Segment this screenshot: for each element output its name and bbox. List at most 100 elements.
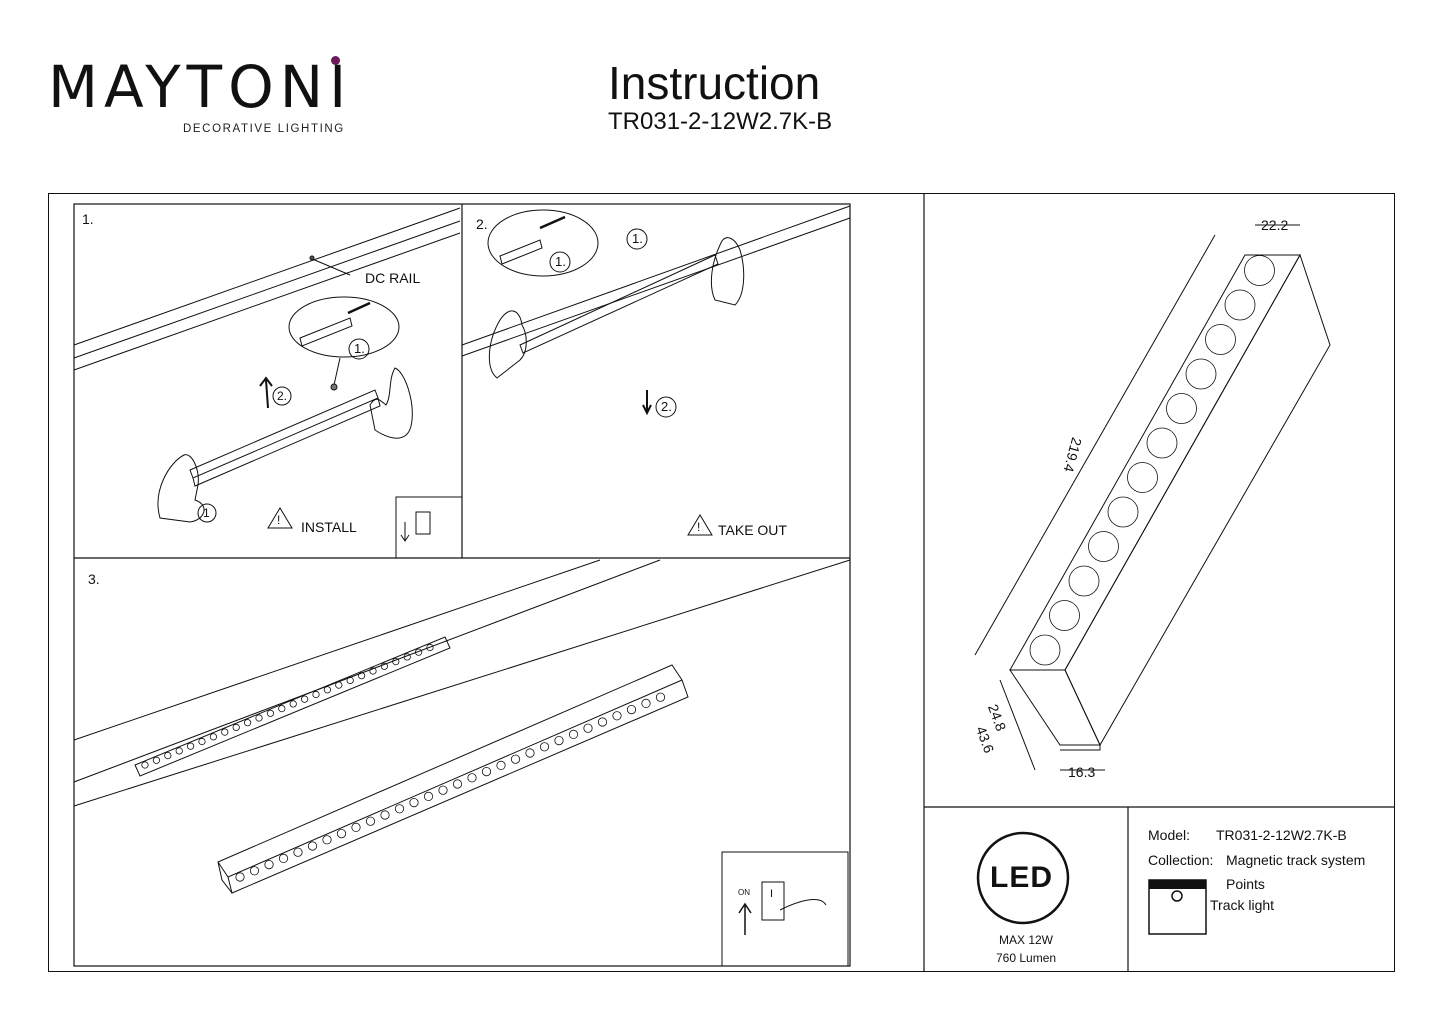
lens — [232, 723, 240, 732]
fixture-bottom-edge — [1060, 744, 1101, 751]
step1-callout-2-circle — [272, 386, 292, 406]
lens — [293, 847, 303, 857]
step3-switch-hand — [779, 899, 827, 911]
lens — [467, 773, 477, 783]
led-badge-circle — [976, 831, 1070, 925]
lens — [346, 676, 354, 685]
dim-width-top: 22.2 — [1261, 217, 1289, 233]
fixture-lens — [1068, 565, 1100, 597]
lens — [568, 729, 579, 740]
step2-track-module — [519, 254, 719, 354]
lens — [255, 714, 263, 722]
take-out-label: TAKE OUT — [718, 522, 787, 538]
lens — [351, 822, 361, 833]
step1-track-module — [189, 389, 379, 479]
fixture-lens — [1146, 427, 1178, 459]
fixture-lens — [1049, 600, 1080, 631]
step3-switch-box — [721, 851, 849, 967]
document-model-code: TR031-2-12W2.7K-B — [608, 108, 833, 135]
lens — [209, 733, 217, 741]
step2-rail-bottom — [461, 217, 851, 357]
dc-rail-leader — [309, 257, 351, 276]
step1-callout-hand: 1 — [203, 506, 210, 520]
step1-illustration — [73, 207, 463, 559]
lens — [187, 742, 195, 750]
lens — [655, 692, 666, 702]
spec-type-value: Points — [1226, 876, 1265, 892]
lens — [597, 717, 608, 727]
step1-callout-1-circle — [348, 338, 370, 360]
step1-rail-mid — [73, 220, 461, 359]
fixture-lens — [1029, 634, 1061, 666]
lens — [414, 648, 423, 656]
lens — [394, 804, 405, 814]
step2-callout-1b: 1. — [555, 254, 566, 269]
step2-warning-triangle — [687, 514, 713, 536]
step2-callout-1a-circle — [626, 228, 648, 250]
lens — [152, 756, 160, 764]
lens — [452, 779, 463, 789]
step2-callout-1b-circle — [549, 251, 571, 273]
led-flux: 760 Lumen — [996, 951, 1057, 965]
lens — [626, 704, 637, 715]
step1-left-hand — [157, 454, 205, 523]
lens — [289, 700, 297, 708]
step3-rail-mid — [73, 559, 661, 783]
step3-switch — [761, 881, 785, 921]
step1-right-hand — [369, 367, 413, 439]
lens — [423, 791, 434, 802]
track-light-icon-bar — [1149, 880, 1206, 889]
step1-detail-module — [299, 317, 353, 347]
lens — [392, 657, 400, 666]
lens — [198, 737, 206, 746]
lens — [496, 760, 506, 771]
lens — [539, 742, 550, 752]
led-power: MAX 12W — [999, 933, 1054, 947]
fixture-lens — [1224, 289, 1256, 321]
spec-collection-label: Collection: — [1148, 852, 1214, 868]
step2-right-hand — [710, 237, 745, 306]
step2-left-hand — [488, 310, 527, 379]
fixture-lens — [1107, 496, 1139, 528]
lens — [365, 816, 376, 826]
lens — [235, 872, 245, 882]
step3-rail-bottom — [73, 559, 851, 807]
spec-model-label: Model: — [1148, 827, 1191, 843]
lens — [426, 643, 434, 652]
step1-rail-top — [73, 207, 461, 346]
brand-logo: MAYTONI — [48, 53, 353, 121]
length-dimension-line — [974, 234, 1216, 656]
lens — [278, 704, 286, 713]
lens — [175, 747, 183, 755]
step1-switch-box — [395, 496, 463, 559]
step1-warning-icon: ! — [277, 513, 281, 527]
step1-switch-arrow — [400, 522, 410, 542]
spec-model-value: TR031-2-12W2.7K-B — [1216, 827, 1347, 843]
install-label: INSTALL — [301, 519, 357, 535]
lens — [481, 766, 492, 777]
step1-switch — [415, 511, 431, 535]
lens — [278, 853, 289, 864]
step3-lens-row — [141, 643, 666, 882]
fixture-lens — [1205, 324, 1236, 355]
step1-callout-2: 2. — [277, 389, 288, 403]
step2-callout-2: 2. — [661, 399, 672, 414]
lens — [380, 810, 390, 820]
step1-number: 1. — [82, 211, 94, 227]
track-light-icon-spot — [1171, 890, 1183, 902]
fixture-lens — [1185, 358, 1217, 390]
step1-bubble-leader — [333, 357, 341, 386]
step3-rail-top — [73, 559, 601, 741]
step3-track-module-top — [217, 664, 683, 878]
logo-accent-dot — [331, 56, 340, 65]
fixture-lens-row — [1029, 255, 1275, 666]
lens — [510, 754, 521, 764]
step2-callout-1a: 1. — [632, 231, 643, 246]
step2-detail-arrow — [539, 215, 566, 230]
step1-warning-triangle — [267, 507, 293, 529]
step1-callout-hand-circle — [197, 503, 217, 523]
step2-detail-bubble — [487, 209, 599, 277]
lens — [221, 728, 229, 736]
lens — [554, 735, 564, 746]
